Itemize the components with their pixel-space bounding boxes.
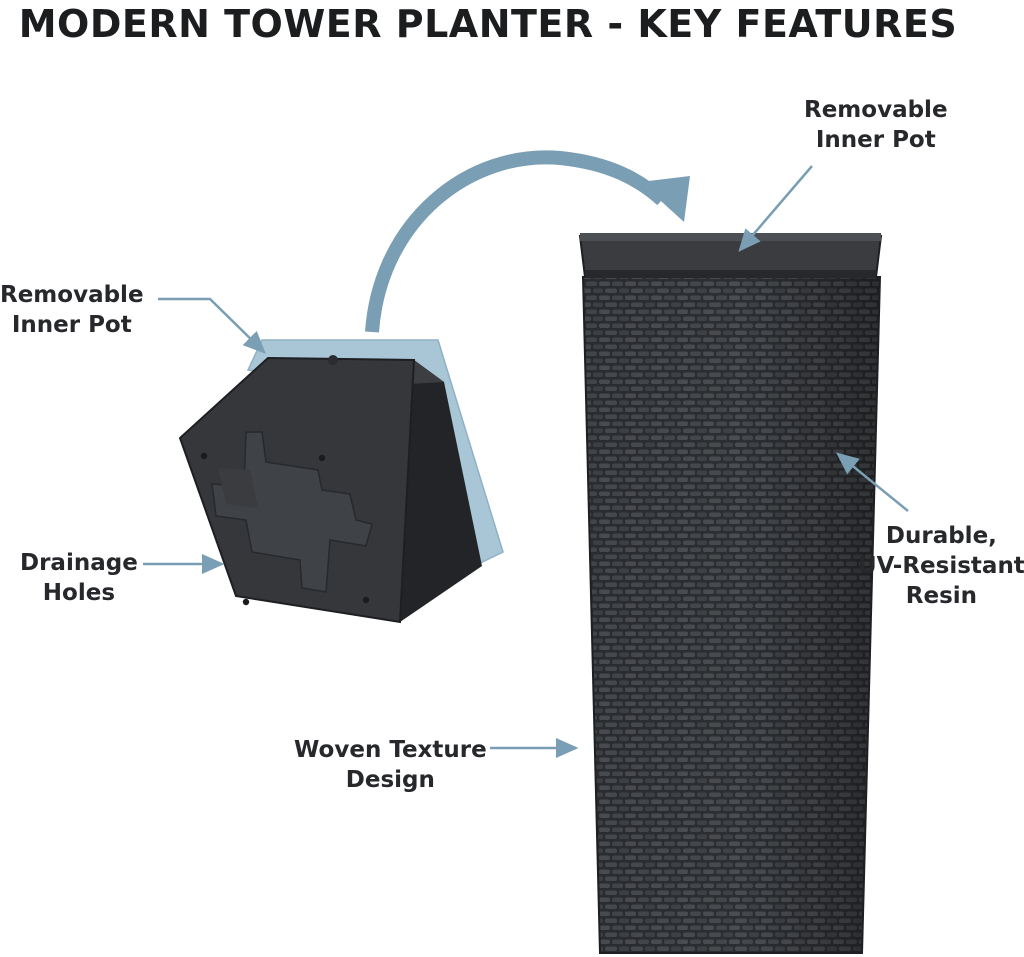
- callout-inner-pot-top: Removable Inner Pot: [804, 95, 948, 155]
- callout-line: Woven Texture: [294, 737, 487, 763]
- leader-arrow-resin: [836, 452, 909, 512]
- transfer-curved-arrow: [365, 150, 690, 333]
- callout-inner-pot-left: Removable Inner Pot: [0, 280, 144, 340]
- callout-line: Holes: [42, 580, 116, 606]
- callout-line: Drainage: [20, 550, 138, 576]
- callout-line: Inner Pot: [815, 127, 936, 153]
- callout-line: Inner Pot: [11, 312, 132, 338]
- drainage-hole: [318, 454, 326, 462]
- callout-line: Removable: [804, 97, 948, 123]
- callout-line: UV-Resistant: [858, 553, 1024, 579]
- callout-line: Resin: [905, 583, 978, 609]
- page-title: MODERN TOWER PLANTER - KEY FEATURES: [18, 2, 958, 46]
- drainage-hole: [242, 598, 250, 606]
- callout-line: Durable,: [885, 523, 997, 549]
- callout-durable-resin: Durable, UV-Resistant Resin: [858, 521, 1024, 611]
- callout-drainage-holes: Drainage Holes: [20, 548, 138, 608]
- callout-woven-texture: Woven Texture Design: [294, 735, 487, 795]
- drainage-hole: [362, 596, 370, 604]
- callout-line: Design: [345, 767, 435, 793]
- inner-pot-inverted: [178, 339, 504, 624]
- leader-arrow-inner-pot-top: [738, 165, 813, 252]
- tower-planter: [578, 233, 883, 954]
- drainage-hole: [200, 452, 208, 460]
- callout-line: Removable: [0, 282, 144, 308]
- leader-arrow-inner-pot-left: [158, 297, 266, 354]
